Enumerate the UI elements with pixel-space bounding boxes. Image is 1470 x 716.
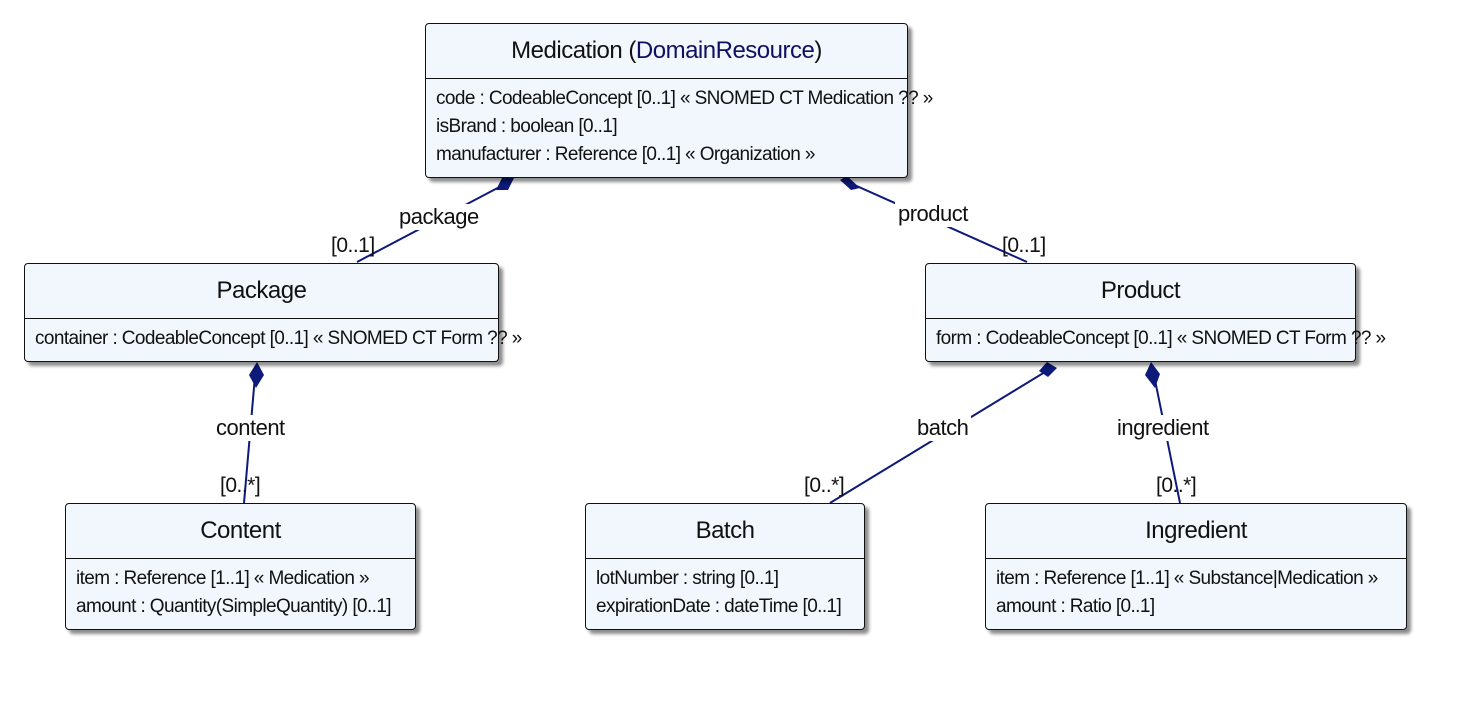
class-batch-header: Batch (586, 504, 864, 559)
attribute-row: expirationDate : dateTime [0..1] (596, 596, 842, 617)
attribute-row: isBrand : boolean [0..1] (436, 116, 618, 137)
class-content-name: Content (200, 517, 281, 544)
attribute-row: container : CodeableConcept [0..1] « SNO… (35, 328, 522, 349)
attribute-row: amount : Quantity(SimpleQuantity) [0..1] (76, 596, 392, 617)
attribute-row: code : CodeableConcept [0..1] « SNOMED C… (436, 88, 933, 109)
class-ingredient-name: Ingredient (1145, 517, 1247, 544)
role-label-package: package (396, 204, 482, 230)
class-ingredient-header: Ingredient (986, 504, 1406, 559)
class-package: Package container : CodeableConcept [0..… (24, 263, 522, 362)
class-medication-attributes: code : CodeableConcept [0..1] « SNOMED C… (426, 79, 933, 173)
class-content: Content item : Reference [1..1] « Medica… (65, 503, 416, 630)
attribute-row: form : CodeableConcept [0..1] « SNOMED C… (936, 328, 1386, 349)
class-product-header: Product (926, 264, 1355, 319)
cardinality-package: [0..1] (331, 234, 375, 257)
class-batch-attributes: lotNumber : string [0..1] expirationDate… (586, 559, 864, 625)
class-ingredient-attributes: item : Reference [1..1] « Substance|Medi… (986, 559, 1406, 625)
cardinality-content: [0..*] (220, 474, 261, 497)
class-product: Product form : CodeableConcept [0..1] « … (925, 263, 1386, 362)
ingredient-association-line (1154, 379, 1181, 504)
cardinality-batch: [0..*] (804, 474, 845, 497)
class-batch: Batch lotNumber : string [0..1] expirati… (585, 503, 865, 630)
role-label-content: content (213, 415, 288, 441)
class-product-attributes: form : CodeableConcept [0..1] « SNOMED C… (926, 319, 1386, 357)
package-composition-diamond (496, 176, 515, 190)
class-medication: Medication ( DomainResource ) code : Cod… (425, 23, 933, 178)
class-ingredient: Ingredient item : Reference [1..1] « Sub… (985, 503, 1407, 630)
attribute-row: item : Reference [1..1] « Medication » (76, 568, 370, 589)
class-medication-parent-link[interactable]: DomainResource (635, 37, 815, 64)
role-label-product: product (895, 201, 971, 227)
class-package-name: Package (216, 277, 307, 304)
ingredient-composition-diamond (1145, 362, 1160, 388)
role-label-batch: batch (914, 415, 972, 441)
attribute-row: amount : Ratio [0..1] (996, 596, 1155, 617)
class-package-header: Package (25, 264, 498, 319)
content-composition-diamond (249, 362, 264, 388)
class-medication-name: Medication (511, 37, 623, 64)
class-medication-parent-close: ) (814, 37, 822, 64)
class-batch-name: Batch (695, 517, 755, 544)
class-package-attributes: container : CodeableConcept [0..1] « SNO… (25, 319, 522, 357)
product-composition-diamond (840, 176, 860, 190)
cardinality-product: [0..1] (1002, 234, 1046, 257)
cardinality-ingredient: [0..*] (1156, 474, 1197, 497)
attribute-row: manufacturer : Reference [0..1] « Organi… (436, 144, 815, 165)
class-product-name: Product (1100, 277, 1181, 304)
role-label-ingredient: ingredient (1114, 415, 1212, 441)
class-medication-header: Medication ( DomainResource ) (426, 24, 907, 79)
class-content-header: Content (66, 504, 415, 559)
attribute-row: lotNumber : string [0..1] (596, 568, 779, 589)
class-content-attributes: item : Reference [1..1] « Medication » a… (66, 559, 415, 625)
batch-composition-diamond (1039, 362, 1057, 377)
attribute-row: item : Reference [1..1] « Substance|Medi… (996, 568, 1378, 589)
class-medication-parent-open: ( (628, 37, 636, 64)
